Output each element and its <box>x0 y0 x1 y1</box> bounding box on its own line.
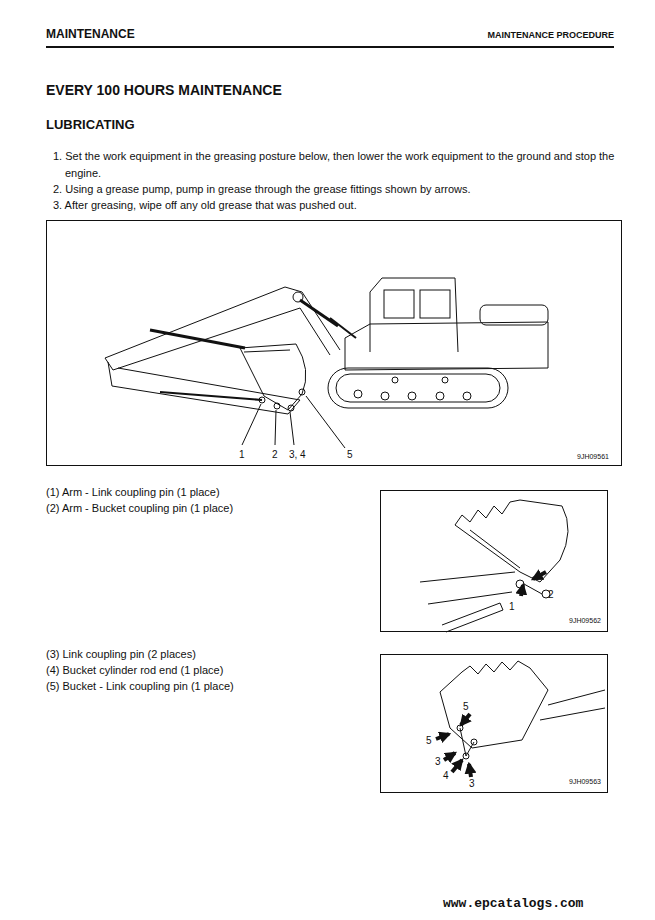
callout-number: 4 <box>443 770 449 782</box>
subheading: LUBRICATING <box>46 117 135 133</box>
callout-caption: (5) Bucket - Link coupling pin (1 place) <box>46 680 234 693</box>
section-heading: EVERY 100 HOURS MAINTENANCE <box>46 82 282 99</box>
watermark: www.epcatalogs.com <box>443 896 583 912</box>
callout-number: 1 <box>239 449 245 461</box>
callout-caption: (4) Bucket cylinder rod end (1 place) <box>46 664 223 677</box>
page-header: MAINTENANCE <box>46 27 135 41</box>
step-text: 2. Using a grease pump, pump in grease t… <box>53 181 623 198</box>
figure-code: 9JH09561 <box>577 453 609 461</box>
figure-frame: 553439JH09563 <box>380 654 608 793</box>
step-text: 3. After greasing, wipe off any old grea… <box>53 197 623 214</box>
step-text: 1. Set the work equipment in the greasin… <box>53 148 623 182</box>
callout-number: 2 <box>548 589 554 601</box>
callout-number: 5 <box>463 701 469 713</box>
bucket-linkage-drawing <box>436 661 605 777</box>
callout-number: 2 <box>272 449 278 461</box>
excavator-drawing <box>105 278 548 448</box>
callout-number: 3 <box>469 778 475 790</box>
figure-frame: 2 1 9JH09562 <box>380 490 608 632</box>
header-rule <box>46 46 614 48</box>
callout-caption: (1) Arm - Link coupling pin (1 place) <box>46 486 220 499</box>
callout-caption: (2) Arm - Bucket coupling pin (1 place) <box>46 502 233 515</box>
bucket-closeup-drawing <box>420 500 568 632</box>
figure-code: 9JH09562 <box>569 617 601 625</box>
callout-number: 1 <box>509 601 515 613</box>
callout-number: 3, 4 <box>289 449 306 461</box>
figure-frame: 1 2 3, 4 5 9JH09561 <box>46 220 622 466</box>
page-header: MAINTENANCE PROCEDURE <box>487 30 614 41</box>
callout-number: 5 <box>426 735 432 747</box>
callout-number: 5 <box>347 449 353 461</box>
callout-number: 3 <box>435 756 441 768</box>
callout-caption: (3) Link coupling pin (2 places) <box>46 648 196 661</box>
figure-code: 9JH09563 <box>569 778 601 786</box>
